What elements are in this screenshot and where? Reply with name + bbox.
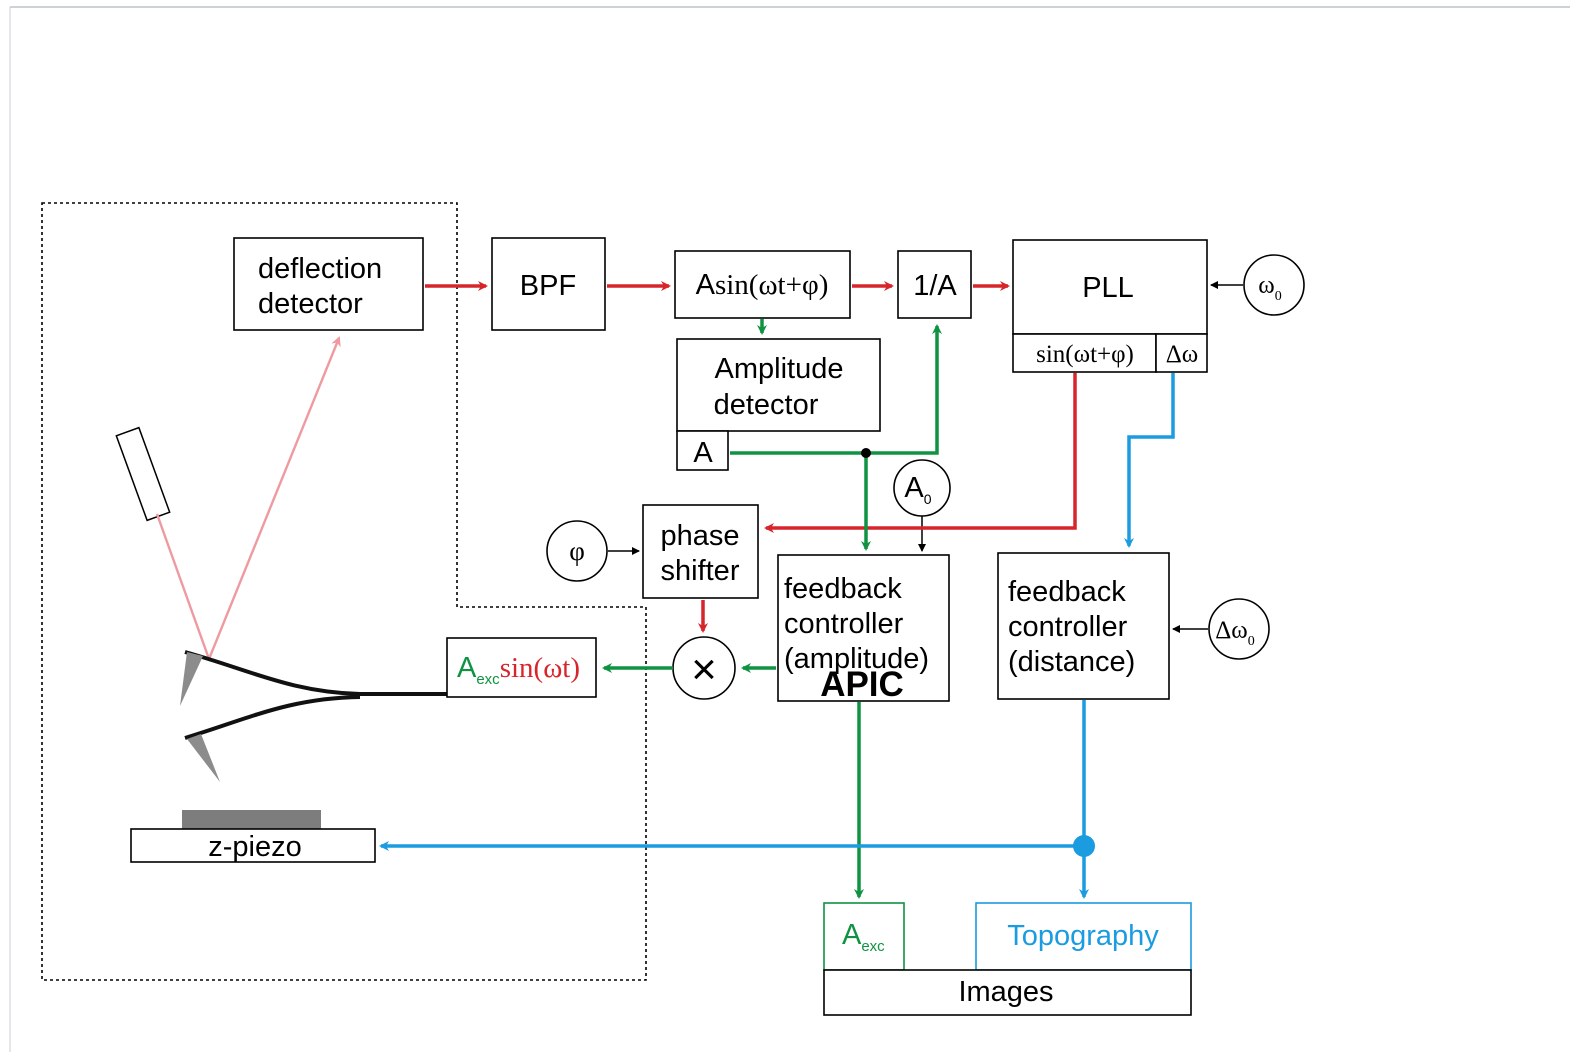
amplitude-detector-line2: detector	[714, 389, 819, 421]
pll-block	[1012, 239, 1208, 335]
pll-delta-output-port	[1155, 333, 1208, 373]
phase-shifter-block	[642, 504, 759, 599]
fb-distance-line3: (distance)	[1008, 646, 1135, 678]
apic-label: APIC	[820, 665, 904, 704]
laser-reflected-beam	[207, 336, 341, 660]
phi-setpoint-circle	[546, 520, 608, 582]
fb-amplitude-block	[777, 554, 950, 702]
image-topography-label: Topography	[1007, 920, 1159, 952]
fb-amplitude-line1: feedback	[784, 573, 902, 605]
blue-signal-path	[379, 373, 1175, 899]
excitation-output-label: Aexcsin(ωt)	[457, 652, 580, 688]
green-signal-path	[602, 319, 942, 899]
signal-block	[674, 250, 851, 319]
images-block	[823, 969, 1192, 1016]
phase-shifter-line1: phase	[660, 520, 739, 552]
amplitude-output-port	[676, 430, 729, 471]
amplitude-detector-line1: Amplitude	[715, 353, 844, 385]
laser-incident-beam	[155, 513, 211, 660]
cantilever-lower	[184, 695, 361, 740]
inverse-amplitude-block	[897, 250, 972, 319]
images-label: Images	[958, 976, 1053, 1008]
fb-amplitude-line2: controller	[784, 608, 904, 640]
deflection-detector-line2: detector	[258, 288, 363, 320]
z-piezo-block	[130, 828, 376, 863]
signal-label: Asin(ωt+φ)	[696, 269, 829, 301]
pll-label: PLL	[1082, 272, 1134, 304]
inverse-amplitude-label: 1/A	[913, 270, 957, 302]
delta-omega0-setpoint-label: Δω0	[1215, 617, 1255, 649]
arrow-pll-to-fb-distance	[1124, 373, 1175, 548]
pll-delta-output-label: Δω	[1166, 341, 1199, 368]
pll-sin-output-label: sin(ωt+φ)	[1036, 341, 1134, 368]
omega0-setpoint-circle	[1243, 254, 1305, 316]
laser-source	[115, 426, 171, 522]
bpf-block	[491, 237, 606, 331]
excitation-output-block	[446, 637, 597, 698]
cantilever-upper	[184, 650, 462, 696]
amplitude-output-label: A	[693, 437, 713, 469]
z-piezo-label: z-piezo	[208, 831, 302, 863]
image-aexc-label: Aexc	[842, 919, 885, 955]
pll-sin-output-port	[1012, 333, 1157, 373]
amplitude-junction-dot	[861, 448, 871, 458]
multiplier-symbol: ×	[691, 645, 717, 694]
fb-distance-block	[997, 552, 1170, 700]
delta-omega0-setpoint-circle	[1208, 598, 1270, 660]
sample	[182, 810, 321, 829]
fb-distance-line2: controller	[1008, 611, 1128, 643]
bpf-label: BPF	[520, 270, 576, 302]
phi-setpoint-label: φ	[569, 536, 585, 566]
image-aexc-box	[823, 902, 905, 971]
arrow-pll-to-phase-shifter	[764, 373, 1077, 533]
phase-shifter-line2: shifter	[661, 555, 740, 587]
deflection-detector-block	[233, 237, 424, 331]
deflection-detector-line1: deflection	[258, 253, 382, 285]
fb-distance-line1: feedback	[1008, 576, 1126, 608]
omega0-setpoint-label: ω0	[1258, 272, 1281, 304]
red-signal-path	[425, 281, 1077, 633]
microscope-enclosure	[41, 202, 647, 981]
a0-setpoint-label: A0	[904, 472, 931, 507]
fb-amplitude-line3: (amplitude)	[784, 643, 929, 675]
image-topography-box	[975, 902, 1192, 971]
arrow-amplitude-to-inverse	[730, 324, 942, 455]
tip-lower	[187, 734, 220, 782]
distance-junction-dot	[1073, 835, 1095, 857]
amplitude-detector-block	[676, 338, 881, 432]
tip-upper	[180, 652, 203, 706]
